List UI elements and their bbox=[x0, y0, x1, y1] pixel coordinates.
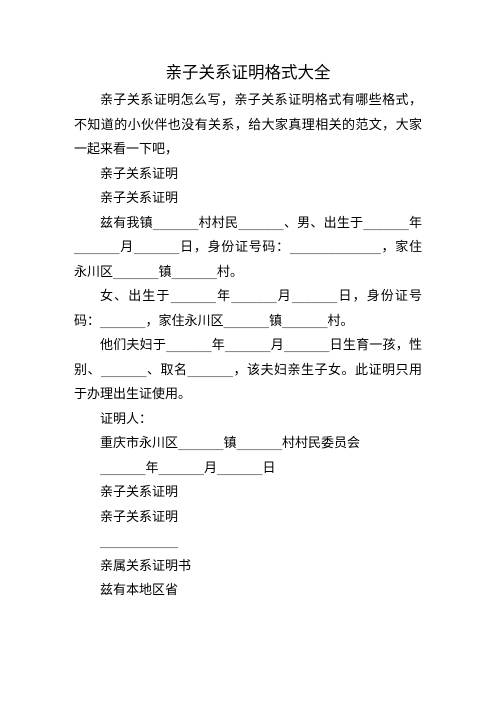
section-heading: 亲子关系证明 bbox=[100, 509, 179, 525]
section-heading: 亲子关系证明 bbox=[100, 166, 179, 182]
body-paragraph: 女、出生于_______年_______月_______日，身份证号码：____… bbox=[74, 289, 422, 329]
section-heading: 亲属关系证明书 bbox=[100, 558, 192, 574]
issuer-line: 重庆市永川区_______镇_______村村民委员会 bbox=[100, 436, 361, 451]
section-heading: 亲子关系证明 bbox=[100, 485, 179, 500]
certifier-label: 证明人： bbox=[100, 411, 153, 427]
date-line: _______年_______月_______日 bbox=[100, 460, 276, 476]
blank-line: ____________ bbox=[100, 534, 178, 549]
body-paragraph: 兹有本地区省 bbox=[100, 583, 179, 598]
intro-paragraph: 亲子关系证明怎么写，亲子关系证明格式有哪些格式，不知道的小伙伴也没有关系，给大家… bbox=[74, 93, 422, 157]
body-paragraph: 他们夫妇于_______年_______月_______日生育一孩，性别、___… bbox=[74, 338, 422, 402]
section-heading: 亲子关系证明 bbox=[100, 191, 179, 206]
document-body: 亲子关系证明怎么写，亲子关系证明格式有哪些格式，不知道的小伙伴也没有关系，给大家… bbox=[74, 89, 422, 604]
document-title: 亲子关系证明格式大全 bbox=[165, 63, 331, 82]
body-paragraph: 兹有我镇_______村村民_______、男、出生于_______年_____… bbox=[74, 215, 422, 280]
